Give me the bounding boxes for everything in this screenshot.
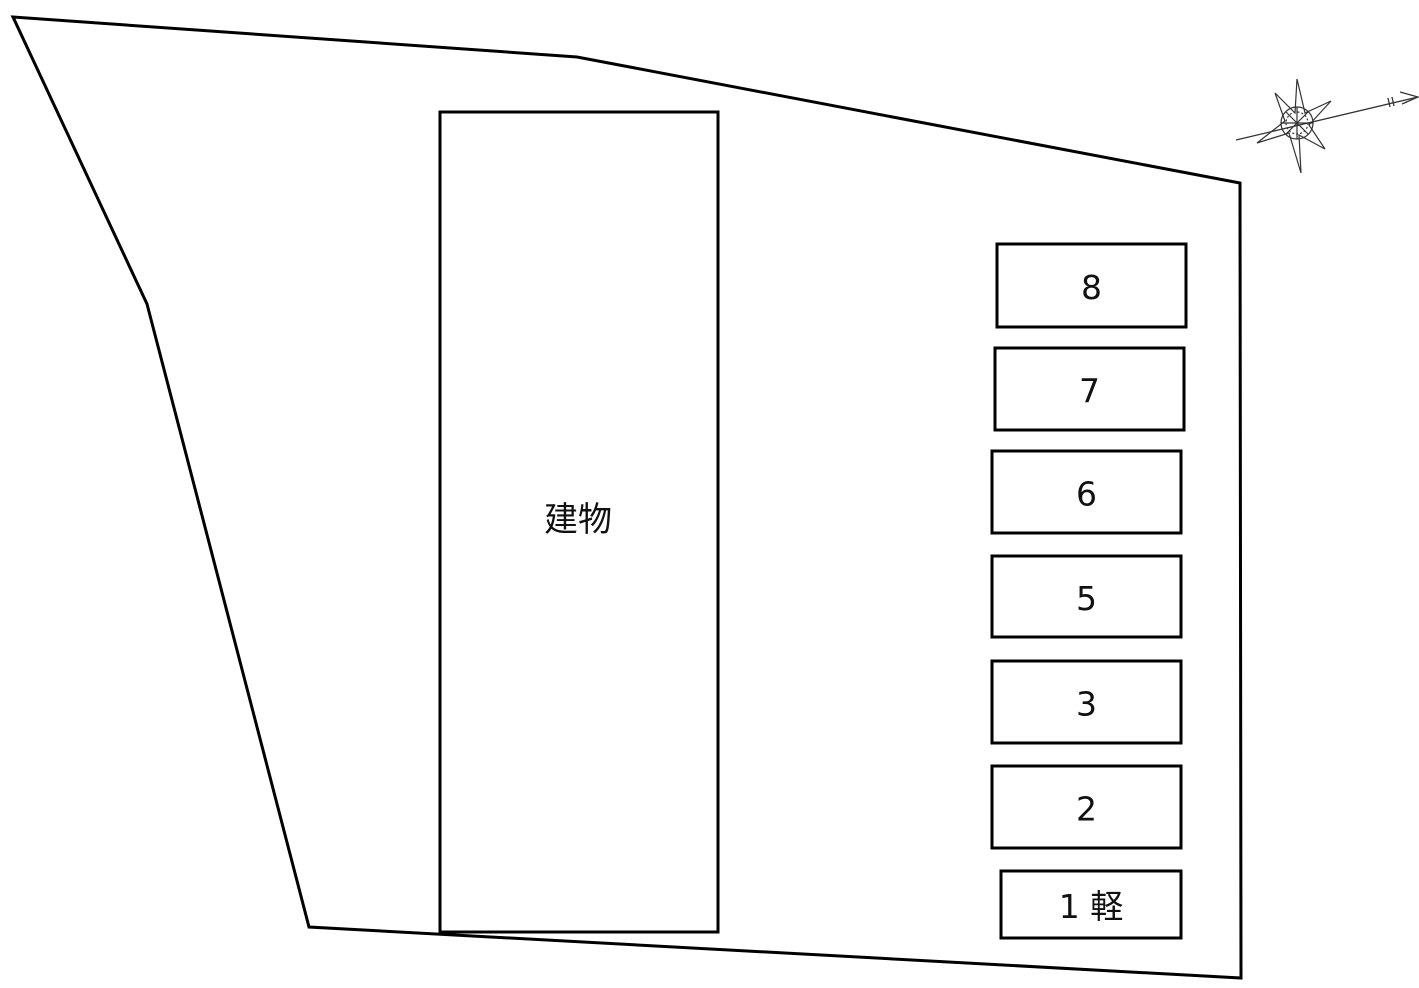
parking-spaces: 8 7 6 5 3 2 1 軽 <box>990 242 1188 940</box>
parking-space: 2 <box>990 764 1183 850</box>
parking-space-label: 1 軽 <box>1059 887 1124 926</box>
parking-space-label: 8 <box>1081 268 1102 307</box>
parking-space-label: 2 <box>1076 790 1097 829</box>
north-arrow-icon <box>1235 91 1419 141</box>
parking-space: 3 <box>990 659 1183 745</box>
parking-space-label: 6 <box>1076 475 1097 514</box>
lot-boundary <box>10 15 1243 980</box>
parking-space: 1 軽 <box>999 869 1183 940</box>
parking-space: 8 <box>995 242 1188 329</box>
building-label: 建物 <box>544 500 612 540</box>
parking-space: 6 <box>990 449 1183 535</box>
parking-space: 7 <box>993 346 1186 432</box>
parking-space: 5 <box>990 554 1183 639</box>
parking-space-label: 7 <box>1079 372 1100 411</box>
parking-space-label: 5 <box>1076 579 1097 618</box>
building: 建物 <box>438 110 720 934</box>
parking-space-label: 3 <box>1076 685 1097 724</box>
